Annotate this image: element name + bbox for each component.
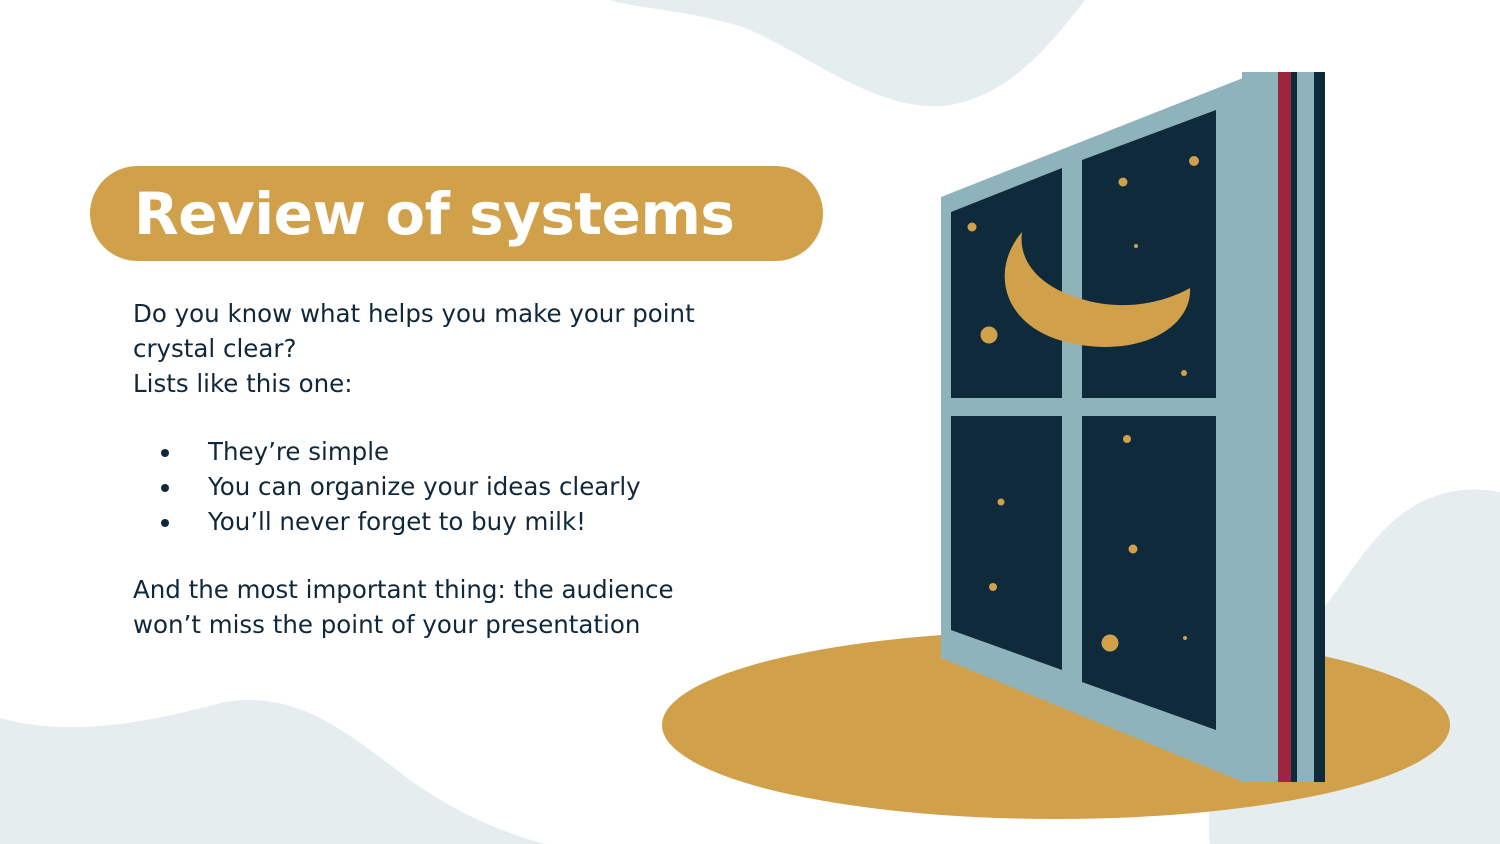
bullet-text: You can organize your ideas clearly — [208, 472, 641, 501]
window-side-stripe-light — [1297, 72, 1314, 782]
bullet-text: You’ll never forget to buy milk! — [208, 507, 586, 536]
crescent-moon-icon — [1004, 232, 1191, 347]
intro-line: Do you know what helps you make your poi… — [133, 299, 695, 328]
window-side-stripe-dark — [1291, 72, 1297, 782]
bullet-list: They’re simple You can organize your ide… — [133, 434, 773, 539]
top-blob — [610, 0, 1085, 107]
intro-line: crystal clear? — [133, 334, 297, 363]
bullet-text: They’re simple — [208, 437, 390, 466]
window-side-stripe-red — [1278, 72, 1291, 782]
list-item: You’ll never forget to buy milk! — [133, 504, 773, 539]
closing-line: And the most important thing: the audien… — [133, 575, 674, 604]
slide-title: Review of systems — [134, 179, 735, 248]
list-item: They’re simple — [133, 434, 773, 469]
window-pane-bottom-right — [1082, 416, 1216, 730]
spacer — [133, 401, 773, 434]
window-side-light — [1242, 72, 1278, 782]
body-text: Do you know what helps you make your poi… — [133, 296, 773, 642]
title-pill: Review of systems — [90, 166, 823, 261]
bullet-icon — [161, 519, 169, 527]
intro-line: Lists like this one: — [133, 369, 353, 398]
stars — [967, 156, 1199, 652]
bullet-icon — [161, 449, 169, 457]
window-pane-bottom-left — [951, 416, 1062, 670]
window-side-stripe-dark-2 — [1314, 72, 1325, 782]
closing-line: won’t miss the point of your presentatio… — [133, 610, 641, 639]
bottom-left-blob — [0, 700, 545, 844]
list-item: You can organize your ideas clearly — [133, 469, 773, 504]
spacer — [133, 539, 773, 572]
bullet-icon — [161, 484, 169, 492]
window-pane-top-right — [1082, 110, 1216, 398]
